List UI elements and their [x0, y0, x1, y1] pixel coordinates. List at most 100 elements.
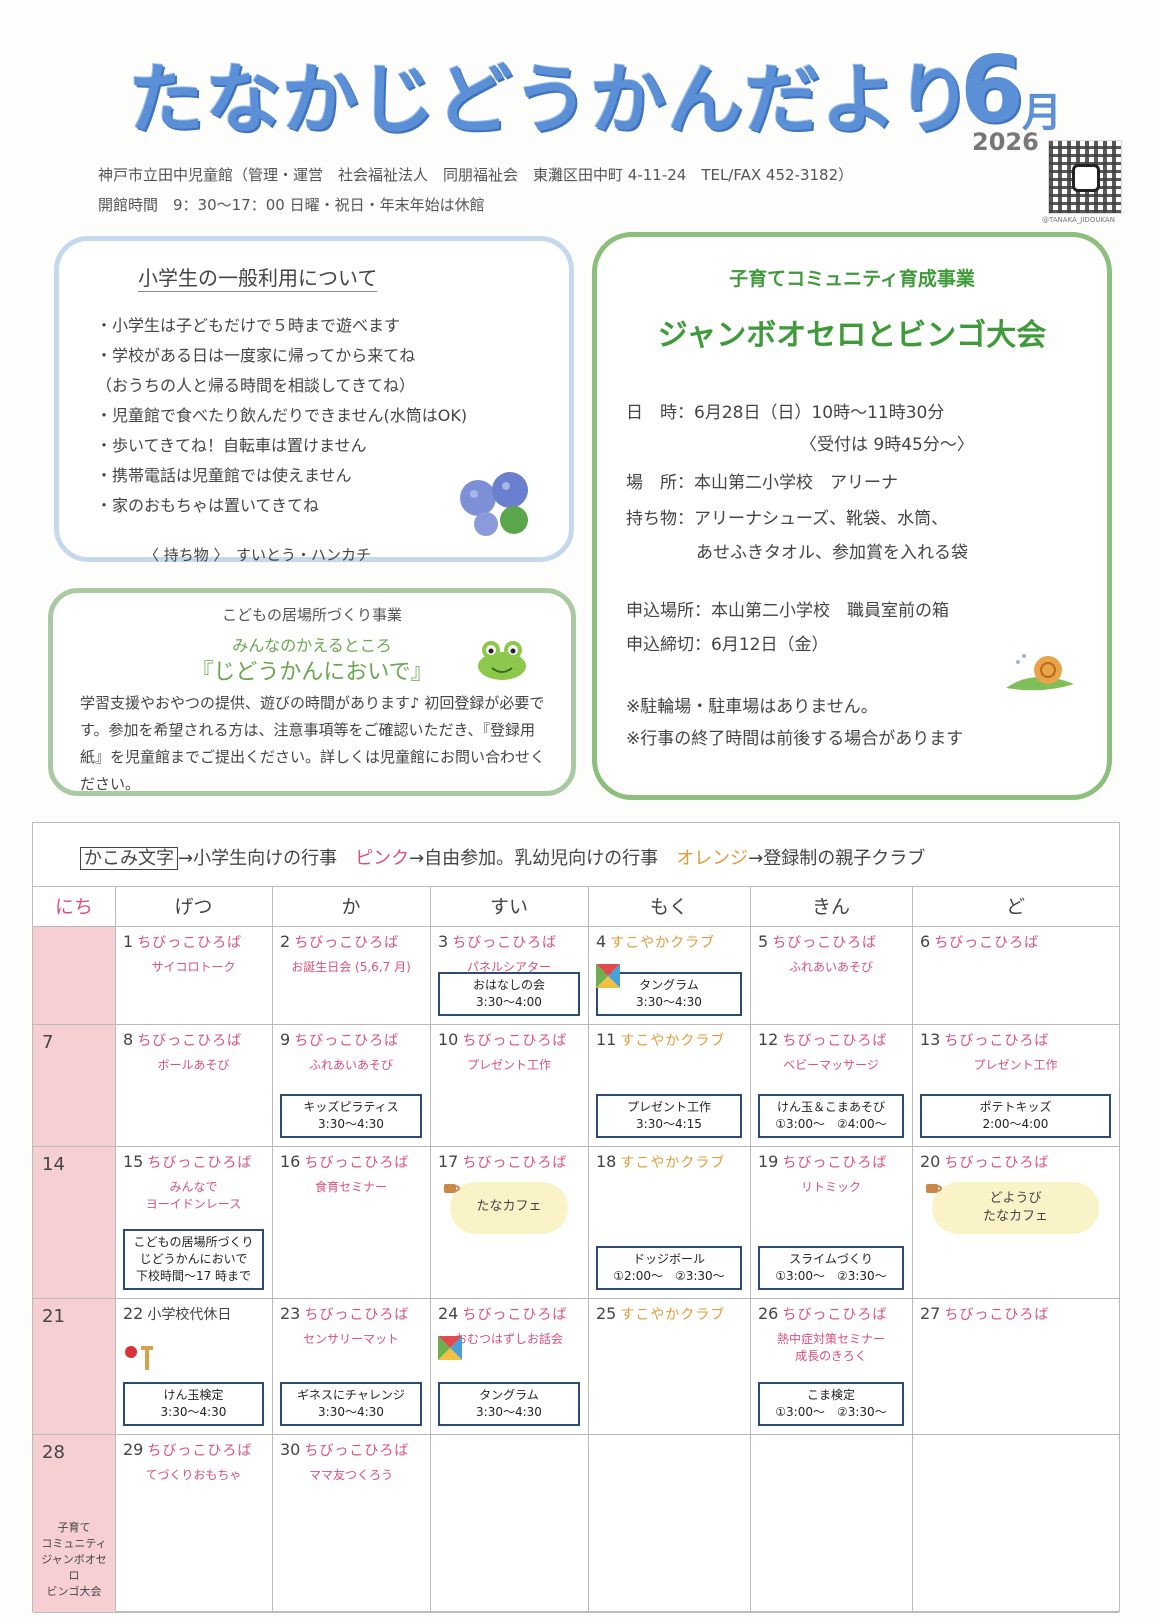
day-activity: ちびっこひろば: [147, 1443, 253, 1459]
day-activity: すこやかクラブ: [620, 1033, 726, 1049]
activity-detail-line: ボールあそび: [157, 1058, 230, 1072]
coffee-cup-icon: [442, 1180, 464, 1200]
activity-detail: センサリーマット: [280, 1330, 422, 1347]
school-event-line: ①2:00～ ②3:30～: [613, 1269, 725, 1283]
sunday-date: 14: [42, 1154, 65, 1175]
school-event-line: キッズピラティス: [303, 1100, 399, 1114]
sunday-event-line: コミュニティ: [41, 1537, 107, 1550]
school-event-line: ドッジボール: [632, 1252, 705, 1266]
day-number: 9: [280, 1030, 291, 1049]
day-activity: すこやかクラブ: [620, 1307, 726, 1323]
event-items-cont: あせふきタオル、参加賞を入れる袋: [696, 543, 968, 563]
grid-row-line: [33, 1298, 1119, 1299]
grid-row-line: [33, 886, 1119, 887]
school-event-line: 2:00～4:00: [982, 1117, 1049, 1131]
legend-text: →小学生向けの行事: [178, 848, 356, 869]
school-event-line: ギネスにチャレンジ: [297, 1388, 405, 1402]
oide-box: [48, 588, 576, 796]
school-event-line: プレゼント工作: [626, 1100, 711, 1114]
month-number: 6: [960, 36, 1025, 143]
grid-col-line: [115, 886, 116, 1612]
instagram-icon: [1072, 164, 1100, 192]
oide-body: 学習支援やおやつの提供、遊びの時間があります♪ 初回登録が必要です。参加を希望さ…: [80, 694, 546, 793]
activity-detail-line: パネルシアター: [466, 960, 551, 974]
activity-detail-line: プレゼント工作: [973, 1058, 1058, 1072]
activity-detail-line: サイコロトーク: [151, 960, 236, 974]
cafe-bubble: たなカフェ: [450, 1182, 568, 1234]
activity-detail: みんなでヨーイドンレース: [123, 1178, 264, 1212]
school-event-line: 3:30～4:30: [318, 1117, 384, 1131]
day-number: 2: [280, 932, 291, 951]
sunday-event-line: 子育て: [57, 1521, 91, 1534]
legend-boxed: かこみ文字: [80, 847, 178, 870]
grid-row-line: [33, 1612, 1119, 1613]
day-activity: ちびっこひろば: [147, 1155, 253, 1171]
school-event-line: 3:30～4:30: [636, 995, 702, 1009]
school-event-line: じどうかんにおいで: [139, 1252, 248, 1266]
day-activity: ちびっこひろば: [137, 1033, 243, 1049]
day-header: すい: [489, 896, 528, 918]
school-event-line: 3:30～4:00: [476, 995, 542, 1009]
grid-col-line: [750, 886, 751, 1612]
day-number: 18: [596, 1152, 617, 1171]
activity-detail: リトミック: [758, 1178, 904, 1195]
day-number: 22: [123, 1304, 144, 1323]
school-event: キッズピラティス 3:30～4:30: [280, 1094, 422, 1138]
rules-line: ・学校がある日は一度家に帰ってから来てね: [96, 346, 416, 365]
activity-detail: サイコロトーク: [123, 958, 264, 975]
grid-row-line: [33, 1434, 1119, 1435]
sunday-date: 28: [42, 1442, 65, 1463]
grid-col-line: [588, 886, 589, 1612]
day-activity: ちびっこひろば: [462, 1155, 568, 1171]
calendar-legend: かこみ文字→小学生向けの行事 ピンク→自由参加。乳幼児向けの行事 オレンジ→登録…: [80, 844, 925, 870]
day-activity: ちびっこひろば: [772, 935, 878, 951]
kendama-icon: [123, 1342, 157, 1376]
event-datetime: 日 時：6月28日（日）10時～11時30分: [626, 403, 945, 423]
day-activity: ちびっこひろば: [304, 1307, 410, 1323]
cafe-bubble: どようびたなカフェ: [932, 1182, 1099, 1234]
legend-text: →自由参加。乳幼児向けの行事: [409, 848, 677, 869]
day-number: 10: [438, 1030, 459, 1049]
activity-detail-line: プレゼント工作: [466, 1058, 551, 1072]
opening-hours: 開館時間 9：30～17：00 日曜・祝日・年末年始は休館: [98, 196, 485, 214]
school-event-line: 3:30～4:30: [318, 1405, 384, 1419]
newsletter-title: たなかじどうかんだより: [128, 55, 974, 144]
event-box: [592, 232, 1112, 800]
day-number: 11: [596, 1030, 617, 1049]
event-program: 子育てコミュニティ育成事業: [729, 268, 975, 290]
